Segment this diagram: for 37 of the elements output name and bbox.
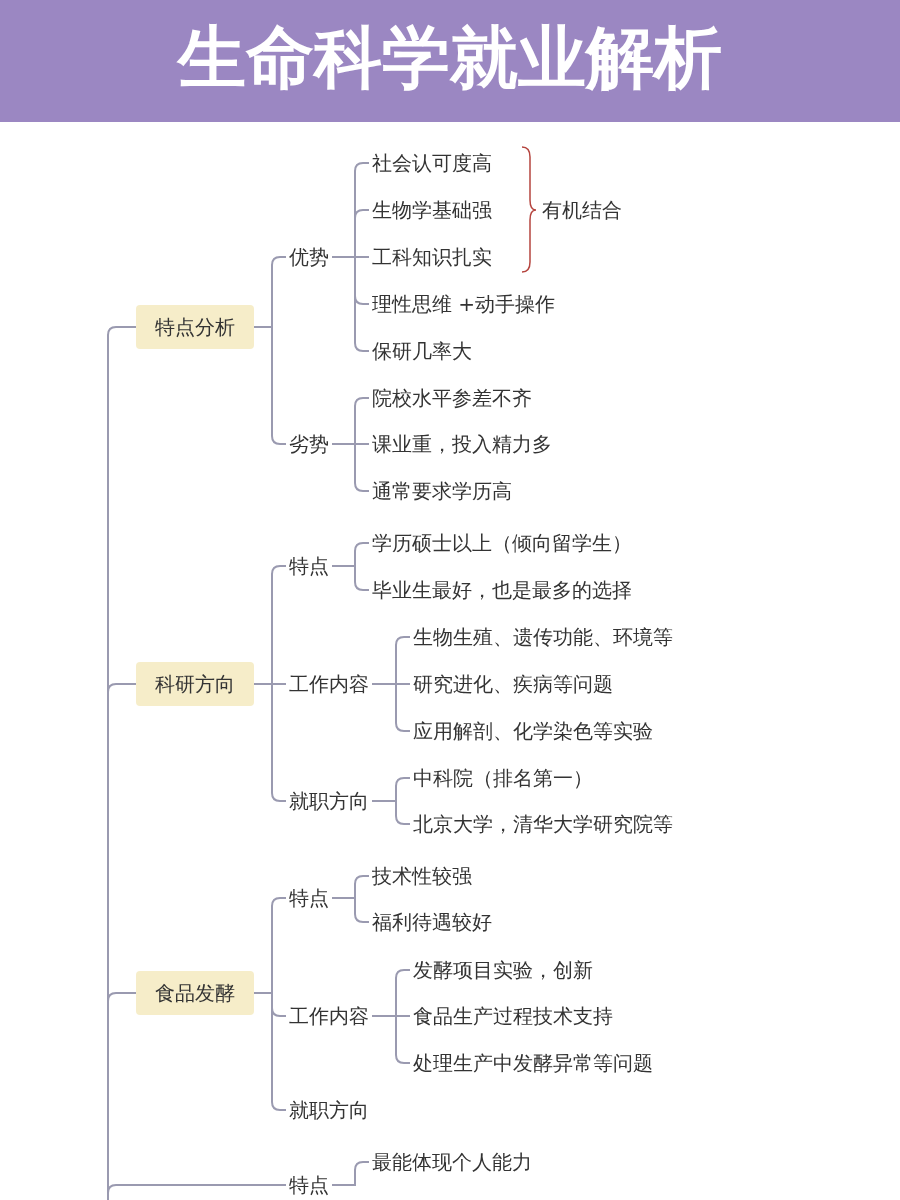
branch-text: 生物生殖、遗传功能、环境等 [410, 624, 676, 650]
branch-text: 中科院（排名第一） [410, 765, 596, 791]
branch-text: 特点 [286, 553, 332, 579]
connector-line [107, 1184, 287, 1200]
branch-text: 食品生产过程技术支持 [410, 1003, 616, 1029]
branch-text: 课业重，投入精力多 [369, 431, 555, 457]
branch-text: 特点 [286, 1172, 332, 1198]
branch-text: 理性思维 +动手操作 [369, 291, 559, 317]
branch-text: 优势 [286, 244, 332, 270]
branch-text: 通常要求学历高 [369, 478, 515, 504]
category-box: 特点分析 [136, 305, 254, 349]
branch-text: 保研几率大 [369, 338, 475, 364]
branch-text: 学历硕士以上（倾向留学生） [369, 530, 635, 556]
branch-text: 工科知识扎实 [369, 244, 495, 270]
note-text: 有机结合 [542, 197, 622, 223]
branch-text: 毕业生最好，也是最多的选择 [369, 577, 635, 603]
branch-text: 研究进化、疾病等问题 [410, 671, 616, 697]
branch-text: 就职方向 [286, 788, 372, 814]
branch-text: 处理生产中发酵异常等问题 [410, 1050, 656, 1076]
branch-text: 北京大学，清华大学研究院等 [410, 811, 676, 837]
branch-text: 技术性较强 [369, 863, 475, 889]
branch-text: 就职方向 [286, 1097, 372, 1123]
category-box: 科研方向 [136, 662, 254, 706]
branch-text: 院校水平参差不齐 [369, 385, 535, 411]
category-box: 食品发酵 [136, 971, 254, 1015]
branch-text: 社会认可度高 [369, 150, 495, 176]
branch-text: 工作内容 [286, 671, 372, 697]
branch-text: 劣势 [286, 431, 332, 457]
branch-text: 特点 [286, 885, 332, 911]
branch-text: 福利待遇较好 [369, 909, 495, 935]
branch-text: 发酵项目实验，创新 [410, 957, 596, 983]
title: 生命科学就业解析 [175, 17, 723, 99]
branch-text: 应用解剖、化学染色等实验 [410, 718, 656, 744]
branch-text: 最能体现个人能力 [369, 1149, 535, 1175]
branch-text: 工作内容 [286, 1003, 372, 1029]
branch-text: 生物学基础强 [369, 197, 495, 223]
connector-line [331, 1161, 370, 1186]
